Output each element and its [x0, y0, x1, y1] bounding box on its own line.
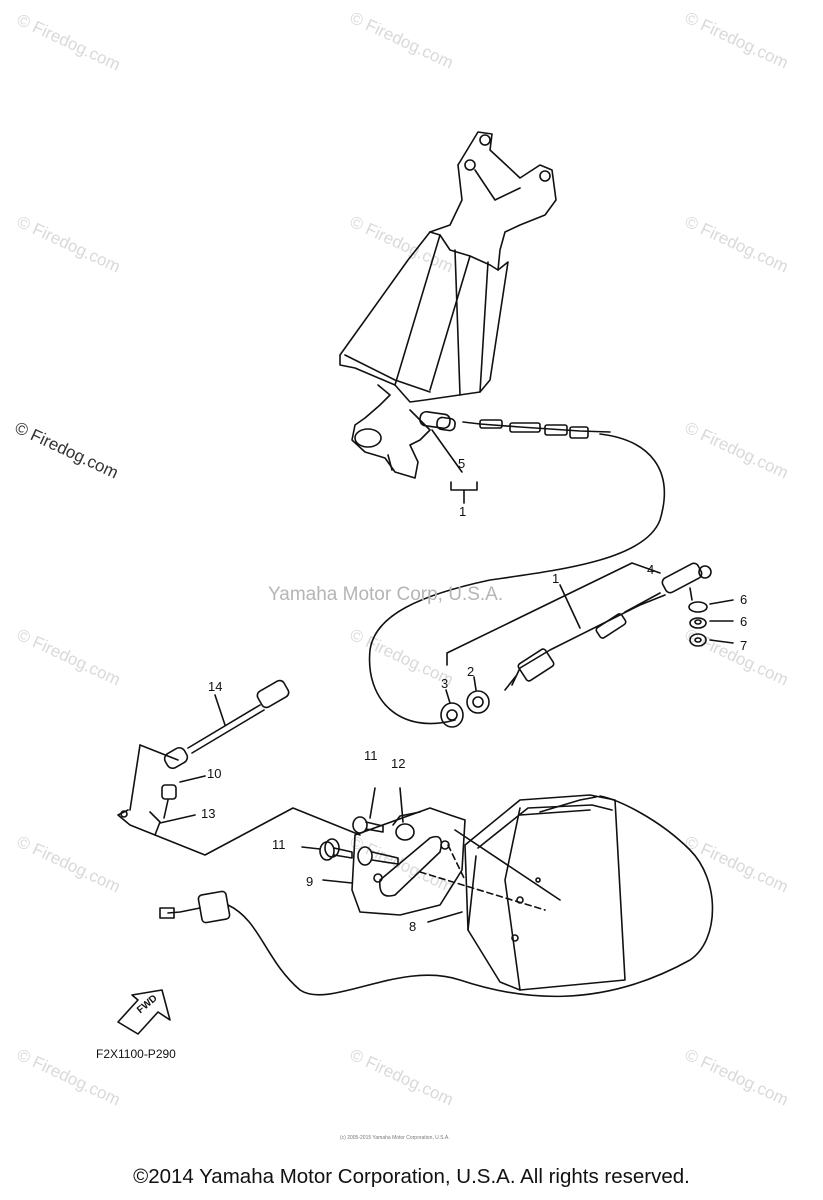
- throttle-cable-loop: [368, 433, 666, 725]
- callout-label: 2: [467, 664, 475, 679]
- callout-label: 3: [441, 676, 449, 691]
- washers-nuts: [688, 599, 734, 647]
- control-box: [419, 794, 626, 991]
- callout-label: 8: [409, 919, 417, 934]
- callout-label: 1: [552, 571, 560, 586]
- callout-label: 12: [391, 756, 406, 771]
- nut-and-washer: [440, 676, 490, 728]
- callout-label: 11: [364, 748, 378, 763]
- steering-column: [339, 131, 557, 479]
- copyright-footer: ©2014 Yamaha Motor Corporation, U.S.A. A…: [133, 1165, 690, 1188]
- bracket-plate: [322, 807, 466, 916]
- center-watermark: Yamaha Motor Corp, U.S.A.: [268, 584, 504, 605]
- drawing-code: F2X1100-P290: [96, 1047, 176, 1061]
- sensor-cable: [163, 679, 290, 770]
- callout-label: 13: [201, 806, 216, 821]
- callout-label: 5: [458, 456, 466, 471]
- cable-upper-ends: [419, 410, 611, 439]
- callout-label: 9: [306, 874, 314, 889]
- callout-label: 1: [459, 504, 467, 519]
- callout-label: 11: [272, 837, 286, 852]
- callout-label: 7: [740, 638, 748, 653]
- callout-label: 6: [740, 614, 748, 629]
- callout-label: 4: [647, 562, 655, 577]
- bolts: [301, 787, 415, 866]
- callout-label: 6: [740, 592, 748, 607]
- callout-label: 14: [208, 679, 223, 694]
- callout-label: 10: [207, 766, 222, 781]
- wiring-harness: [159, 795, 714, 998]
- callout-5-leader: [431, 429, 478, 504]
- cable-lower-assembly: [446, 562, 712, 691]
- fwd-arrow-icon: [117, 989, 171, 1035]
- fine-print: (c) 2005-2015 Yamaha Motor Corporation, …: [340, 1135, 450, 1141]
- sensor-bracket: [117, 744, 361, 856]
